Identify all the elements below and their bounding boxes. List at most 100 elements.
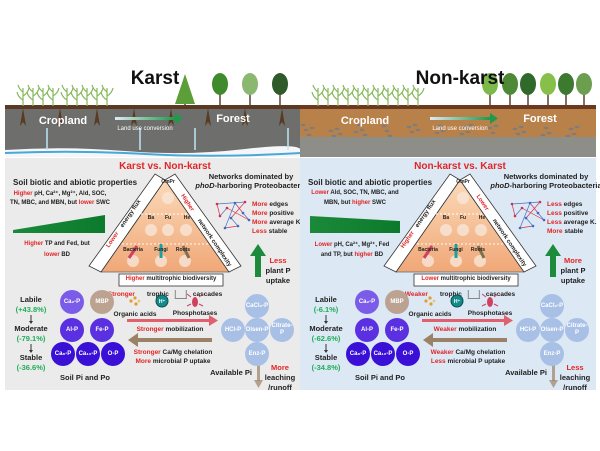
organic-acids-label: Organic acids [408, 311, 452, 318]
biodiversity-label: Lower multitrophic biodiversity [421, 276, 510, 282]
property-line: and TP, but higher BD [321, 252, 383, 258]
text-segment: Networks dominated by [503, 172, 589, 181]
phosphatases-label: Phosphotases [172, 310, 218, 317]
pool-percent: (-79.1%) [16, 334, 46, 343]
highlight-text: Lower [311, 190, 329, 196]
trophic-level-label: Roots [175, 247, 191, 253]
soil-p-pool-circle: MBP [385, 290, 409, 314]
trophic-level-label: Fungi [154, 247, 168, 253]
network-stat: More positive [252, 210, 294, 217]
soil-p-pool-circle: Ca₂-P [60, 290, 84, 314]
cascades-word: cascades [192, 291, 223, 299]
trophic-level-label: Ba [147, 215, 155, 221]
available-p-circle: CaCl₂-P [540, 294, 564, 318]
properties-title: Soil biotic and abiotic properties [308, 178, 433, 187]
text-segment: Ca/Mg chelation [160, 349, 213, 356]
phosphatase-icon [481, 293, 499, 307]
pool-label: Labile [315, 295, 337, 304]
available-p-circle: HCl-P [221, 318, 245, 342]
text-segment: Ca/Mg chelation [453, 349, 506, 356]
highlight-text: More [547, 228, 563, 235]
pool-order-arrows-icon [29, 315, 33, 353]
soil-p-pool-circle: Ca₈-P [346, 342, 370, 366]
text-segment: average K. [561, 219, 597, 226]
text-segment: uptake [560, 276, 586, 285]
network-stat: Less average K. [547, 219, 597, 226]
network-stat: More stable [547, 228, 583, 235]
cropland-label: Cropland [38, 115, 88, 127]
text-segment: leaching [264, 373, 296, 382]
soil-p-pool-circle: MBP [90, 290, 114, 314]
organic-acids-icon [424, 296, 436, 306]
leaching-label: Less [566, 363, 583, 372]
trophic-level-label: He [478, 215, 486, 221]
highlight-text: More [135, 358, 152, 365]
text-segment: mobilization [456, 326, 497, 333]
network-stat: Less stable [252, 228, 287, 235]
text-segment: BD [59, 252, 71, 258]
text-segment: -harboring Proteobacteria [509, 181, 600, 190]
proton-label: H⁺ [158, 299, 166, 305]
soil-p-pool-circle: Fe-P [385, 318, 409, 342]
pool-label: Moderate [309, 324, 343, 333]
soil-p-pool-circle: O-P [396, 342, 420, 366]
proton-icon [450, 294, 464, 308]
highlight-text: Lower [314, 242, 333, 248]
pool-label: Labile [20, 295, 42, 304]
highlight-text: Stronger [136, 326, 164, 333]
pool-label: Stable [19, 353, 43, 362]
text-segment: -harboring Proteobacteria [214, 181, 307, 190]
pool-order-arrows-icon [324, 315, 328, 353]
plant-uptake-arrow-icon [545, 244, 561, 277]
text-segment: microbial P uptake [151, 358, 211, 365]
microbial-uptake-label: More microbial P uptake [135, 358, 210, 365]
trophic-level-label: Roots [470, 247, 486, 253]
trophic-level-label: Fungi [449, 247, 463, 253]
network-title: phoD-harboring Proteobacteria [490, 181, 600, 190]
highlight-text: Higher [13, 191, 33, 197]
leaching-label: /runoff [268, 383, 292, 392]
pool-percent: (-34.8%) [311, 363, 341, 372]
highlight-text: More [252, 201, 268, 208]
highlight-text: lower [78, 200, 95, 206]
plant-uptake-label: uptake [266, 276, 290, 285]
available-p-circle: Enz-P [540, 342, 564, 366]
available-p-circle: Citrate-P [270, 318, 294, 342]
microbial-uptake-label: Less microbial P uptake [431, 358, 505, 365]
soil-p-pool-circle: Al-P [60, 318, 84, 342]
available-p-circle: Olsen-P [245, 318, 269, 342]
text-segment: TP and Fed, but [43, 241, 90, 247]
plant-uptake-label: plant P [560, 266, 585, 275]
highlight-text: Less [547, 201, 562, 208]
soil-p-pool-circle: Ca₁₀-P [76, 342, 100, 366]
property-line: Higher pH, Ca²⁺, Mg²⁺, Ald, SOC, [14, 190, 107, 197]
property-line: MBN, but higher SWC [324, 200, 386, 206]
network-stat: Less positive [547, 210, 588, 217]
organic-acids-label: Organic acids [113, 311, 157, 318]
biodiversity-label: Higher multitrophic biodiversity [126, 276, 217, 282]
text-segment: stable [562, 228, 584, 235]
proton-icon [155, 294, 169, 308]
leaching-label: /runoff [563, 383, 587, 392]
panel-title: Non-karst [415, 68, 505, 89]
text-segment: multitrophic biodiversity [144, 276, 217, 282]
forest-label: Forest [216, 113, 250, 125]
forest-label: Forest [523, 113, 557, 125]
highlight-text: Higher [24, 241, 44, 247]
text-segment: SWC [94, 200, 111, 206]
property-line: TN, MBC, and MBN, but lower SWC [10, 200, 110, 206]
text-segment: multitrophic biodiversity [438, 276, 511, 282]
landscape-illustration [4, 73, 302, 157]
text-segment: Networks dominated by [208, 172, 294, 181]
highlight-text: More [252, 219, 268, 226]
highlight-text: higher [351, 200, 371, 206]
comparison-title: Non-karst vs. Karst [414, 161, 506, 172]
text-segment: phoD [490, 181, 510, 190]
highlight-text: Less [430, 358, 446, 365]
text-segment: leaching [559, 373, 591, 382]
soil-pi-po-label: Soil Pi and Po [59, 373, 111, 382]
